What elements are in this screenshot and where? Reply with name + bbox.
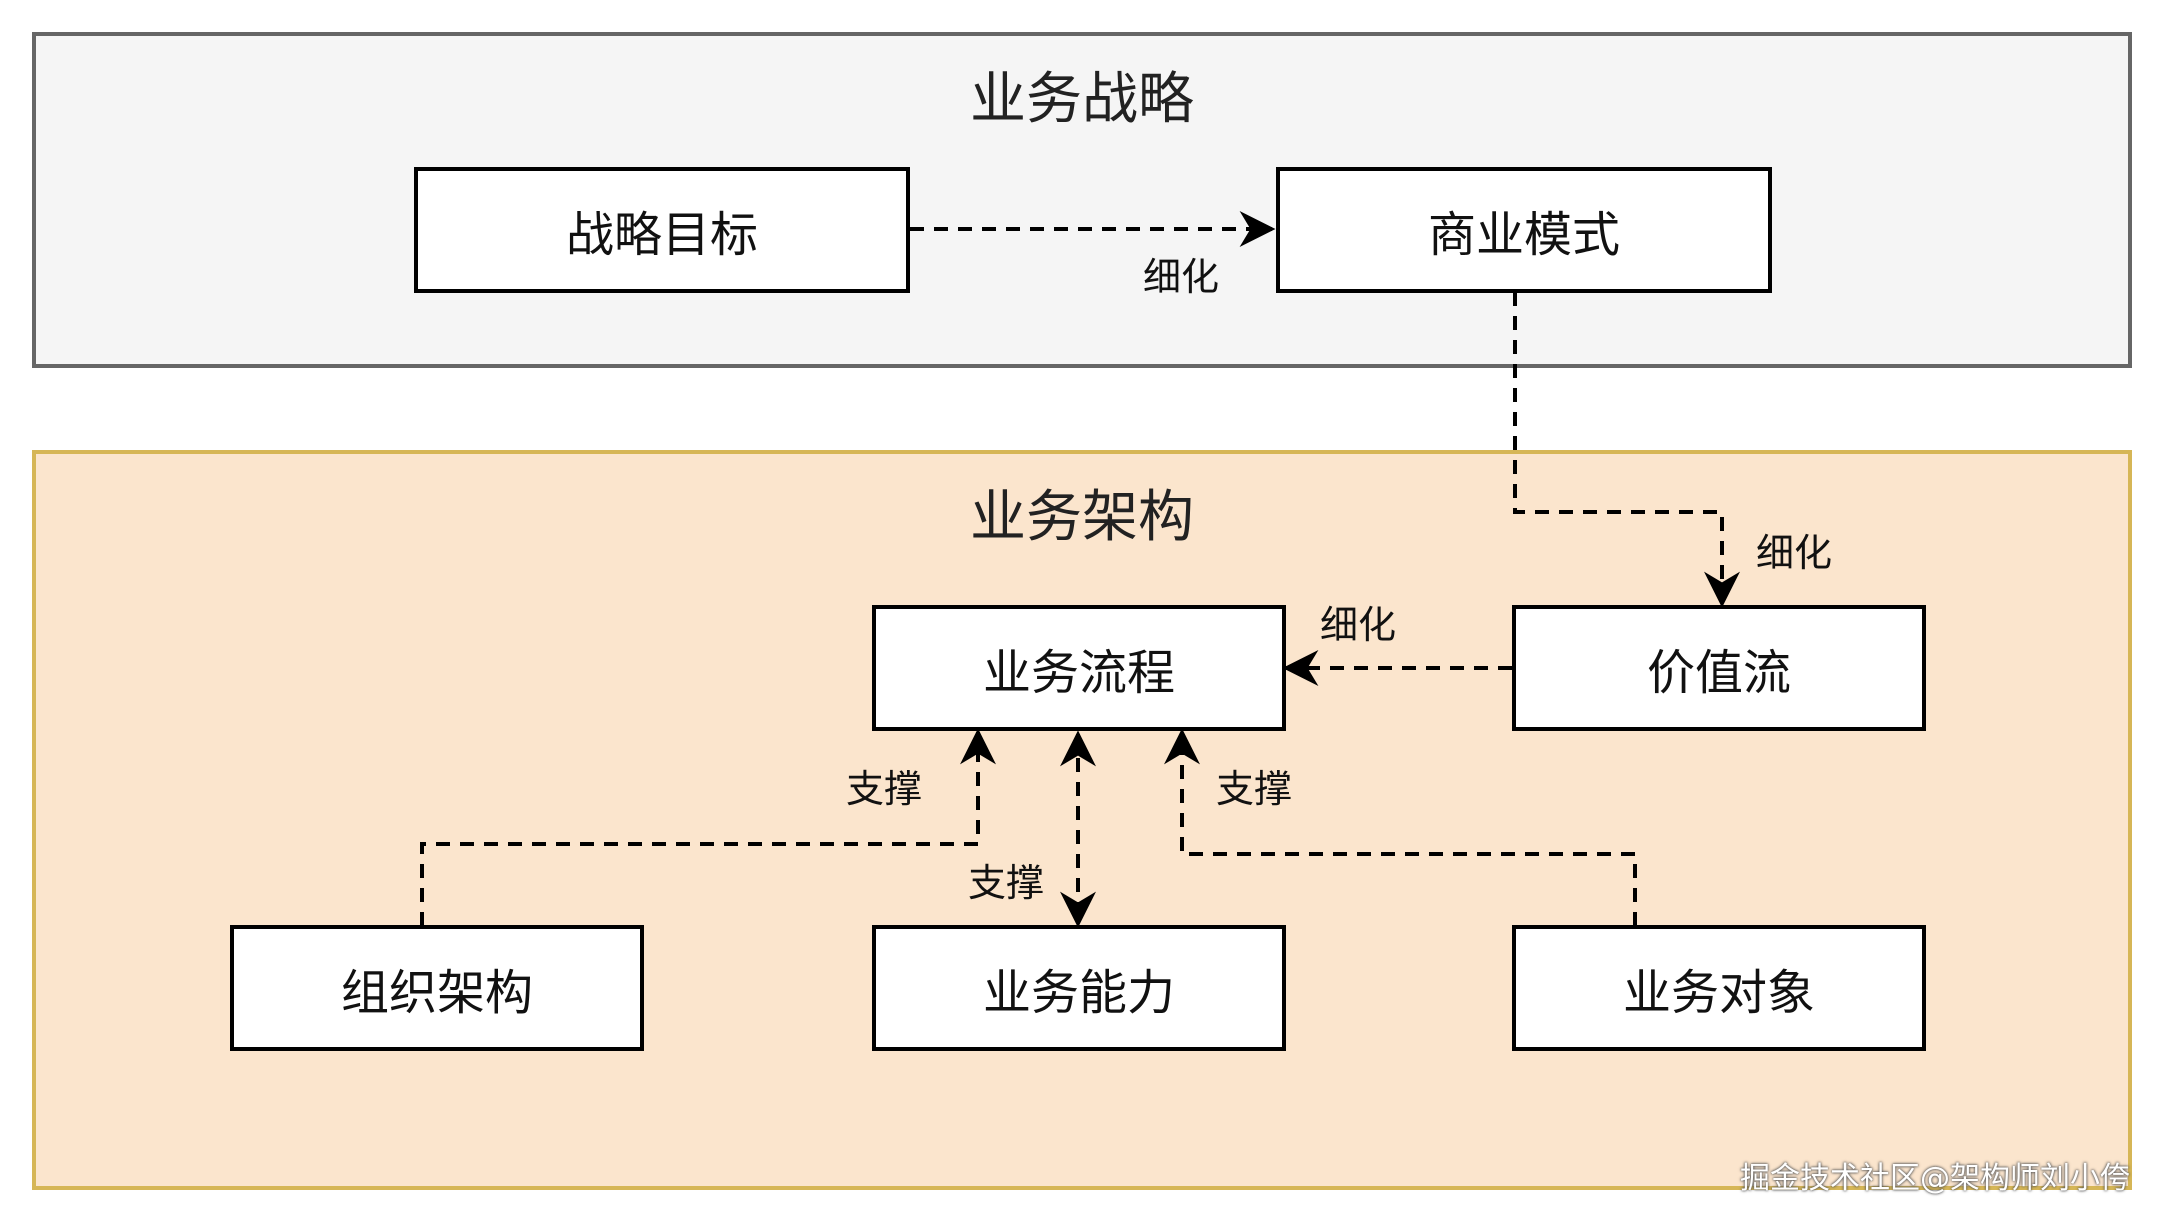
node-business-process: 业务流程 xyxy=(872,605,1286,731)
business-strategy-region: 业务战略 xyxy=(32,32,2132,368)
label-org-to-process: 支撑 xyxy=(846,767,923,811)
label-object-to-process: 支撑 xyxy=(1216,767,1293,811)
node-business-object: 业务对象 xyxy=(1512,925,1926,1051)
business-strategy-title: 业务战略 xyxy=(970,67,1194,132)
label-capability-process: 支撑 xyxy=(968,861,1045,905)
node-organization: 组织架构 xyxy=(230,925,644,1051)
node-business-capability: 业务能力 xyxy=(872,925,1286,1051)
node-business-model: 商业模式 xyxy=(1276,167,1772,293)
label-goal-to-model: 细化 xyxy=(1143,255,1220,299)
node-strategic-goal: 战略目标 xyxy=(414,167,910,293)
watermark: 掘金技术社区@架构师刘小侉 xyxy=(1740,1161,2130,1196)
business-architecture-title: 业务架构 xyxy=(970,485,1194,550)
node-value-stream: 价值流 xyxy=(1512,605,1926,731)
label-model-to-value: 细化 xyxy=(1756,531,1833,575)
label-value-to-process: 细化 xyxy=(1320,603,1397,647)
